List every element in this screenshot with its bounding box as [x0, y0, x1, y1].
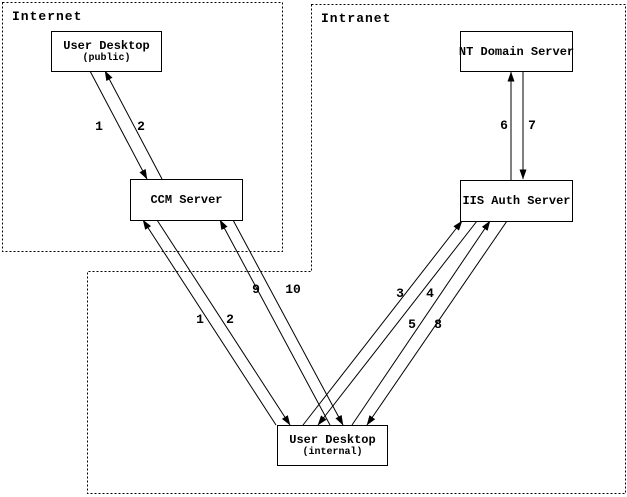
flow-line-public-to-ccm	[89, 70, 148, 180]
flow-line-ccm-to-public	[104, 70, 163, 180]
node-iis-auth-server: IIS Auth Server	[460, 180, 573, 222]
flow-line-ccm-to-internal-a	[156, 219, 291, 426]
node-ccm-server: CCM Server	[130, 179, 243, 221]
flow-lines	[89, 70, 527, 426]
flow-line-iis-to-internal-b	[366, 220, 508, 426]
flow-label-1-public: 1	[95, 119, 103, 134]
flow-label-4: 4	[426, 286, 434, 301]
node-user-desktop-internal: User Desktop (internal)	[277, 425, 388, 466]
flow-label-5: 5	[408, 317, 416, 332]
node-title: User Desktop	[289, 433, 376, 447]
flow-line-internal-to-ccm-b	[219, 219, 331, 426]
intranet-zone-label: Intranet	[321, 11, 392, 26]
node-subtitle: (internal)	[302, 447, 363, 458]
flow-label-2-internal: 2	[226, 312, 234, 327]
flow-label-10: 10	[285, 282, 301, 297]
node-subtitle: (public)	[82, 53, 131, 64]
flow-line-internal-to-iis-b	[351, 220, 491, 426]
flow-label-3: 3	[396, 286, 404, 301]
flow-line-iis-to-internal-a	[317, 220, 478, 426]
node-nt-domain-server: NT Domain Server	[458, 31, 575, 72]
flow-label-8: 8	[434, 317, 442, 332]
node-title: NT Domain Server	[458, 44, 575, 59]
node-title: IIS Auth Server	[462, 194, 571, 208]
node-title: User Desktop	[63, 39, 150, 53]
flow-label-1-internal: 1	[196, 312, 204, 327]
flow-line-ccm-to-internal-b	[232, 219, 344, 426]
flow-line-internal-to-iis-a	[302, 220, 463, 426]
node-title: CCM Server	[150, 193, 223, 207]
flow-line-internal-to-ccm-a	[142, 219, 277, 426]
internet-zone-border	[2, 2, 283, 252]
flow-label-9: 9	[252, 282, 260, 297]
flow-label-6: 6	[500, 118, 508, 133]
flow-label-7: 7	[528, 118, 536, 133]
node-user-desktop-public: User Desktop (public)	[51, 31, 162, 72]
flow-labels: 1 2 1 2 9 10 3 4 5 8 6 7	[95, 118, 536, 332]
intranet-zone-border	[87, 4, 626, 494]
flow-label-2-public: 2	[137, 119, 145, 134]
internet-zone-label: Internet	[12, 9, 83, 24]
